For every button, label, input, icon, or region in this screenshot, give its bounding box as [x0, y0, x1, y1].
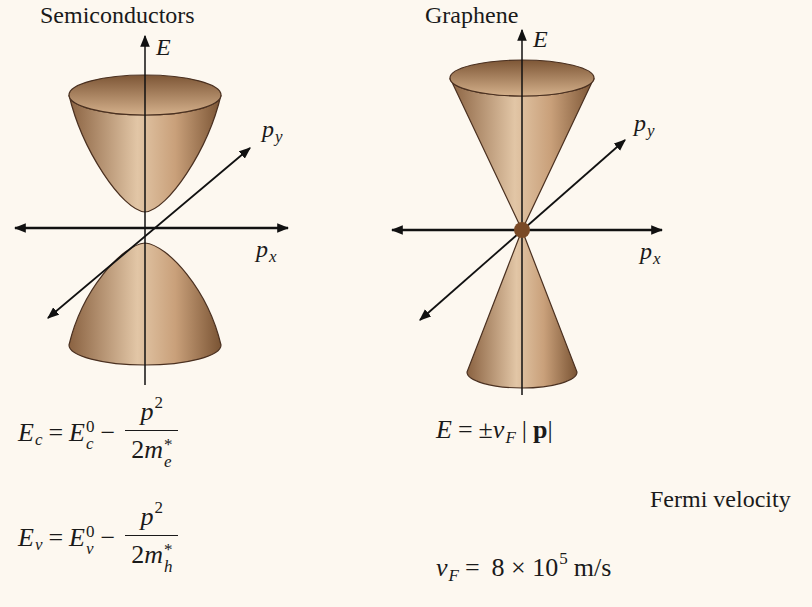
conduction-band-equation: =	[48, 419, 63, 448]
dirac-equation: F	[505, 429, 515, 448]
numerator: p2	[135, 398, 170, 430]
panel-title: Graphene	[425, 2, 518, 28]
axis-label: py	[634, 110, 655, 136]
dirac-equation: |	[522, 416, 527, 445]
axis-label: p	[640, 238, 652, 264]
valence-band-equation: m	[144, 541, 163, 570]
axis-label: x	[269, 248, 277, 267]
conduction-band-equation: E	[18, 419, 34, 448]
axis-label: y	[275, 128, 283, 147]
valence-band-equation: =	[48, 524, 63, 553]
conduction-band-equation: e	[164, 453, 172, 470]
axis-label: p	[262, 116, 274, 142]
conduction-band-equation: c	[35, 431, 43, 450]
conduction-band-equation: c	[86, 435, 94, 452]
dirac-equation: E	[436, 416, 452, 445]
index-stack: *e	[164, 436, 173, 470]
dirac-equation: =	[458, 416, 473, 445]
conduction-band-equation: m	[144, 436, 163, 465]
valence-band-equation: E	[18, 524, 34, 553]
dirac-equation: v	[493, 416, 505, 445]
axis-label: py	[262, 116, 283, 142]
axis-label: E	[533, 26, 548, 52]
fermi-velocity-value: m/s	[574, 554, 612, 583]
note: Fermi velocity	[650, 486, 791, 512]
valence-band-equation: v	[86, 540, 94, 557]
conduction-band-equation: 0	[86, 418, 95, 435]
valence-band-equation: Ev=E0v−p22m*h	[18, 503, 182, 573]
px-axis	[15, 227, 288, 230]
fraction: p22m*h	[125, 503, 178, 573]
valence-band-equation: 2	[131, 541, 144, 570]
fermi-velocity-value: =	[465, 554, 480, 583]
conduction-band-equation: −	[101, 419, 116, 448]
axis-label: E	[156, 34, 171, 60]
axis-label: E	[533, 26, 548, 52]
conduction-band-equation: 2	[131, 436, 144, 465]
dirac-equation: |	[547, 416, 552, 445]
conduction-band-equation: E	[69, 419, 85, 448]
conduction-band-equation: p	[141, 398, 154, 427]
energy-axis	[521, 30, 523, 395]
index-stack: 0c	[86, 418, 95, 452]
note: Fermi velocity	[650, 486, 791, 512]
valence-band-equation: 2	[155, 499, 164, 518]
dirac-point	[514, 222, 530, 238]
conduction-band-equation: Ec=E0c−p22m*e	[18, 398, 182, 468]
axis-label: p	[256, 236, 268, 262]
axis-label: px	[640, 238, 661, 264]
valence-band-equation: p	[141, 503, 154, 532]
index-stack: 0v	[86, 523, 95, 557]
axis-label: px	[256, 236, 277, 262]
denominator: 2m*h	[125, 535, 178, 573]
valence-band-equation: *	[164, 541, 173, 558]
axis-label: x	[653, 250, 661, 269]
axis-label: E	[156, 34, 171, 60]
fermi-velocity-value: F	[449, 567, 459, 586]
numerator: p2	[135, 503, 170, 535]
valence-band-equation: 0	[86, 523, 95, 540]
panel-title: Graphene	[425, 2, 518, 28]
dirac-equation: p	[533, 416, 547, 445]
dirac-equation: ±	[479, 416, 493, 445]
fermi-velocity-value: 8 × 10	[492, 554, 559, 583]
panel-title: Semiconductors	[40, 2, 195, 28]
panel-title: Semiconductors	[40, 2, 195, 28]
axis-label: y	[647, 122, 655, 141]
fermi-velocity-value: 5	[559, 550, 568, 569]
conduction-band-equation: *	[164, 436, 173, 453]
valence-band-equation: v	[35, 536, 43, 555]
valence-band-equation: h	[164, 558, 173, 575]
dirac-equation: E=±vF |p|	[436, 416, 553, 445]
py-axis	[48, 148, 250, 318]
axis-label: p	[634, 110, 646, 136]
py-axis	[420, 140, 625, 320]
index-stack: *h	[164, 541, 173, 575]
valence-band-equation: E	[69, 524, 85, 553]
fraction: p22m*e	[125, 398, 178, 468]
conduction-band-equation: 2	[155, 394, 164, 413]
fermi-velocity-value: vF=8 × 105m/s	[436, 554, 611, 583]
energy-axis	[144, 36, 146, 385]
valence-band-equation: −	[101, 524, 116, 553]
fermi-velocity-value: v	[436, 554, 448, 583]
denominator: 2m*e	[125, 430, 178, 468]
